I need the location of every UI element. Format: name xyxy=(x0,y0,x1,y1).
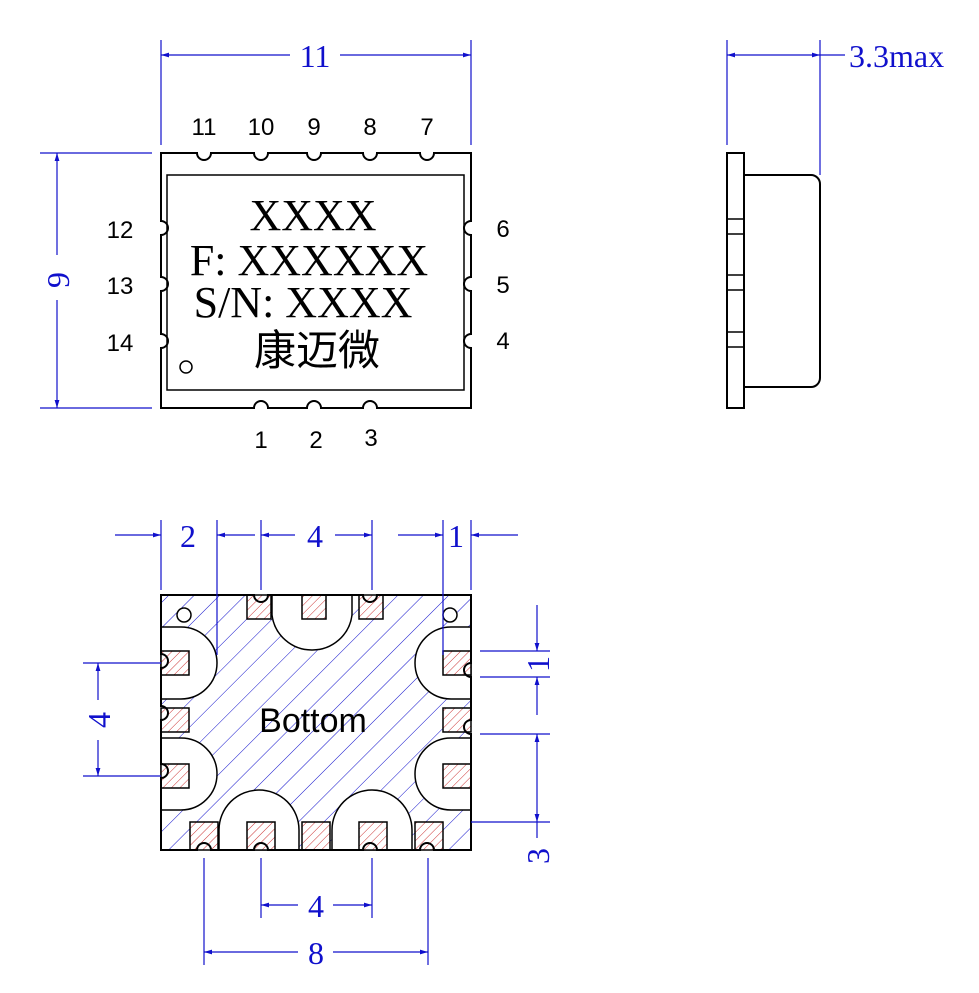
bottom-top-dimensions: 2 4 1 xyxy=(115,518,518,655)
pad-4 xyxy=(442,763,472,789)
pin-label-4: 4 xyxy=(496,328,509,355)
dim-bottom-outer-label: 8 xyxy=(308,935,324,971)
bottom-right-dimensions: 1 3 xyxy=(471,605,556,864)
dim-top-right-label: 1 xyxy=(448,518,464,554)
side-package-outline xyxy=(726,152,821,409)
top-package-outline xyxy=(160,152,472,409)
bottom-view: Bottom 2 4 1 4 xyxy=(81,518,556,971)
marking-line-2: F: XXXXXX xyxy=(190,236,428,285)
pad-9 xyxy=(301,594,327,620)
side-height-label: 3.3max xyxy=(849,38,944,74)
pin-label-2: 2 xyxy=(309,427,322,454)
pin-label-8: 8 xyxy=(363,114,376,141)
pad-6 xyxy=(442,650,472,676)
pad-13 xyxy=(160,707,190,733)
pad-2 xyxy=(246,821,276,851)
bottom-bottom-dimensions: 4 8 xyxy=(203,858,429,971)
pin-label-1: 1 xyxy=(254,427,267,454)
pin-label-7: 7 xyxy=(420,114,433,141)
top-width-dimension: 11 xyxy=(160,38,472,145)
top-height-dimension: 9 xyxy=(40,152,152,409)
pin-label-12: 12 xyxy=(107,217,134,244)
pad-3a xyxy=(301,821,331,851)
top-pin-labels: 11 10 9 8 7 12 13 14 6 5 4 1 2 3 xyxy=(107,114,510,454)
top-width-label: 11 xyxy=(300,38,331,74)
pad-5 xyxy=(442,707,472,733)
pin-label-11: 11 xyxy=(192,114,217,141)
bottom-view-label: Bottom xyxy=(259,702,367,740)
dim-right-small-label: 1 xyxy=(520,656,556,672)
marking-line-4: 康迈微 xyxy=(254,326,380,375)
pin1-indicator-dot xyxy=(179,360,193,374)
pad-1 xyxy=(189,821,219,851)
pin-label-9: 9 xyxy=(307,114,320,141)
bottom-corner-mark-left xyxy=(176,607,192,623)
top-view: 11 9 11 10 9 8 7 12 13 14 6 5 xyxy=(40,38,510,454)
side-height-dimension: 3.3max xyxy=(726,38,944,175)
top-height-label: 9 xyxy=(40,272,76,288)
pin-label-13: 13 xyxy=(107,273,134,300)
bottom-left-dimension: 4 xyxy=(81,662,161,777)
dim-bottom-inner-label: 4 xyxy=(308,888,324,924)
pin-label-6: 6 xyxy=(496,216,509,243)
dim-top-mid-label: 4 xyxy=(307,518,323,554)
marking-line-3: S/N: XXXX xyxy=(194,278,413,327)
pin-label-3: 3 xyxy=(364,425,377,452)
solder-pads xyxy=(160,594,472,851)
bottom-corner-mark-right xyxy=(442,607,458,623)
marking-line-1: XXXX xyxy=(249,191,376,240)
pad-8 xyxy=(358,594,384,620)
dim-left-label: 4 xyxy=(81,712,117,728)
dim-right-large-label: 3 xyxy=(520,848,556,864)
package-marking: XXXX F: XXXXXX S/N: XXXX 康迈微 xyxy=(190,191,428,375)
side-view: 3.3max xyxy=(726,38,944,409)
pin-label-5: 5 xyxy=(496,272,509,299)
pad-corner xyxy=(414,821,444,851)
dim-top-left-label: 2 xyxy=(180,518,196,554)
pin-label-14: 14 xyxy=(107,330,134,357)
bottom-package-outline xyxy=(160,594,472,851)
pin-label-10: 10 xyxy=(248,114,275,141)
